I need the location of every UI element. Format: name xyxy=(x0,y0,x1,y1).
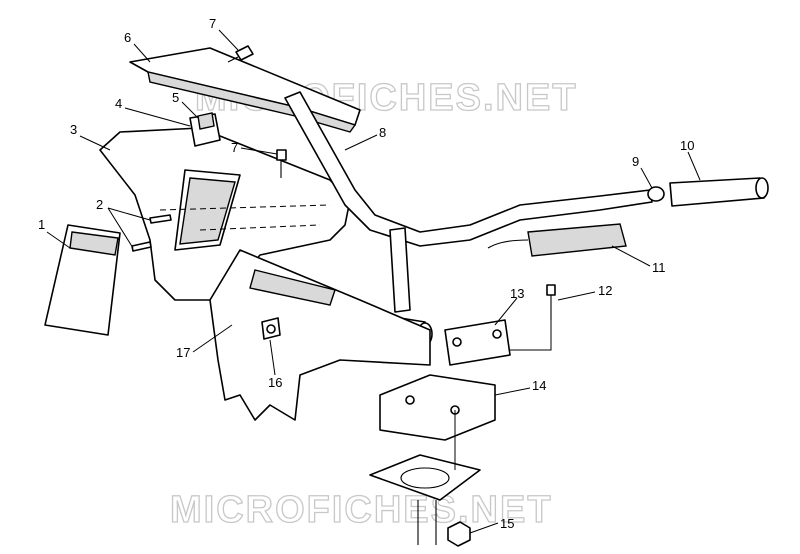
part-15-nut xyxy=(447,521,471,547)
part-11-throttle-grip xyxy=(487,223,627,257)
callout-9: 9 xyxy=(632,154,639,169)
callout-6: 6 xyxy=(124,30,131,45)
part-16-fastener xyxy=(261,317,281,340)
part-4-5-switch xyxy=(189,112,221,147)
callout-8: 8 xyxy=(379,125,386,140)
part-17-lower-body xyxy=(209,249,431,421)
callout-7-top: 7 xyxy=(209,16,216,31)
callout-13: 13 xyxy=(510,286,524,301)
part-9-bar-end xyxy=(647,186,665,202)
callout-17: 17 xyxy=(176,345,190,360)
callout-14: 14 xyxy=(532,378,546,393)
callout-4: 4 xyxy=(115,96,122,111)
callout-3: 3 xyxy=(70,122,77,137)
part-1-side-cover xyxy=(44,224,121,336)
part-3-headlight-pod xyxy=(99,127,351,301)
callout-15: 15 xyxy=(500,516,514,531)
callout-16: 16 xyxy=(268,375,282,390)
callout-2: 2 xyxy=(96,197,103,212)
part-10-grip xyxy=(669,177,769,207)
callout-5: 5 xyxy=(172,90,179,105)
callout-10: 10 xyxy=(680,138,694,153)
callout-12: 12 xyxy=(598,283,612,298)
part-2-screws xyxy=(131,214,172,252)
part-14-lower-clamp xyxy=(379,374,496,441)
callout-7-mid: 7 xyxy=(231,140,238,155)
part-7-screw-top xyxy=(227,45,254,63)
part-7-screw-mid xyxy=(276,149,287,178)
leader-lines xyxy=(46,29,701,534)
part-13-upper-clamp xyxy=(444,319,511,366)
callout-11: 11 xyxy=(652,260,666,275)
watermark-bottom: MICROFICHES.NET xyxy=(170,489,553,531)
steering-mount-plate xyxy=(369,410,481,545)
callout-1: 1 xyxy=(38,217,45,232)
part-12-bolt xyxy=(510,284,556,351)
callout-labels: 1 2 3 4 5 6 7 7 8 9 10 11 12 13 14 15 16… xyxy=(38,16,694,531)
